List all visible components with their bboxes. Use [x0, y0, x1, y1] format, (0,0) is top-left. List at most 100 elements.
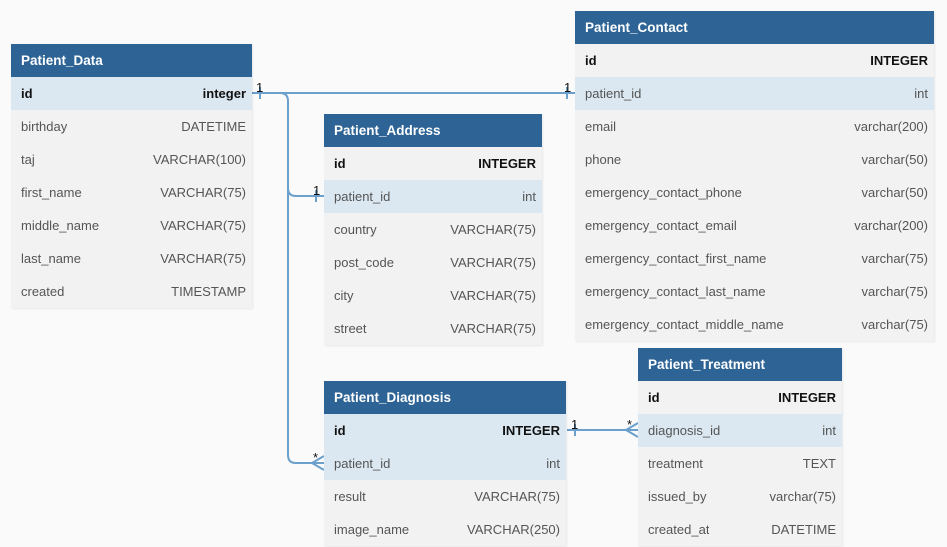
field-row[interactable]: country VARCHAR(75) [324, 213, 542, 246]
cardinality-label: 1 [564, 80, 572, 95]
field-row[interactable]: birthday DATETIME [11, 110, 252, 143]
field-type: varchar(75) [861, 317, 928, 332]
field-row[interactable]: last_name VARCHAR(75) [11, 242, 252, 275]
field-name: taj [21, 152, 35, 167]
field-name: emergency_contact_first_name [585, 251, 767, 266]
field-name: country [334, 222, 377, 237]
field-row[interactable]: id INTEGER [638, 381, 842, 414]
field-row[interactable]: id INTEGER [575, 44, 934, 77]
field-type: varchar(75) [861, 284, 928, 299]
field-row[interactable]: emergency_contact_email varchar(200) [575, 209, 934, 242]
field-type: VARCHAR(250) [467, 522, 560, 537]
field-row[interactable]: result VARCHAR(75) [324, 480, 566, 513]
field-row[interactable]: issued_by varchar(75) [638, 480, 842, 513]
field-name: birthday [21, 119, 68, 134]
field-row[interactable]: emergency_contact_first_name varchar(75) [575, 242, 934, 275]
field-name: first_name [21, 185, 82, 200]
field-type: TIMESTAMP [171, 284, 246, 299]
field-row[interactable]: treatment TEXT [638, 447, 842, 480]
field-type: VARCHAR(75) [450, 222, 536, 237]
field-name: middle_name [21, 218, 100, 233]
field-type: DATETIME [771, 522, 836, 537]
field-row[interactable]: diagnosis_id int [638, 414, 842, 447]
field-row[interactable]: emergency_contact_middle_name varchar(75) [575, 308, 934, 341]
table-title: Patient_Treatment [638, 348, 842, 381]
field-row[interactable]: id INTEGER [324, 414, 566, 447]
relation-line-data-address [252, 92, 324, 197]
field-type: DATETIME [181, 119, 246, 134]
field-row[interactable]: post_code VARCHAR(75) [324, 246, 542, 279]
field-name: id [334, 423, 346, 438]
field-type: VARCHAR(75) [450, 321, 536, 336]
table-title: Patient_Contact [575, 11, 934, 44]
table-title: Patient_Data [11, 44, 252, 77]
table-title: Patient_Address [324, 114, 542, 147]
field-name: image_name [334, 522, 410, 537]
field-name: id [648, 390, 660, 405]
field-type: INTEGER [778, 390, 836, 405]
field-name: diagnosis_id [648, 423, 721, 438]
field-row[interactable]: patient_id int [324, 447, 566, 480]
field-type: varchar(75) [861, 251, 928, 266]
field-type: INTEGER [478, 156, 536, 171]
field-type: varchar(75) [769, 489, 836, 504]
field-type: VARCHAR(75) [160, 218, 246, 233]
field-name: treatment [648, 456, 703, 471]
cardinality-label: * [627, 417, 633, 432]
field-name: emergency_contact_email [585, 218, 737, 233]
field-row[interactable]: street VARCHAR(75) [324, 312, 542, 345]
field-name: result [334, 489, 366, 504]
field-type: int [914, 86, 928, 101]
field-type: VARCHAR(75) [160, 185, 246, 200]
field-name: id [585, 53, 597, 68]
field-type: VARCHAR(75) [450, 255, 536, 270]
cardinality-label: 1 [571, 417, 579, 432]
field-row[interactable]: id INTEGER [324, 147, 542, 180]
field-name: id [21, 86, 33, 101]
field-name: issued_by [648, 489, 707, 504]
field-name: street [334, 321, 367, 336]
field-name: patient_id [334, 456, 391, 471]
field-type: VARCHAR(100) [153, 152, 246, 167]
field-row[interactable]: middle_name VARCHAR(75) [11, 209, 252, 242]
field-type: varchar(50) [861, 152, 928, 167]
field-type: int [522, 189, 536, 204]
field-name: emergency_contact_middle_name [585, 317, 784, 332]
field-row[interactable]: first_name VARCHAR(75) [11, 176, 252, 209]
field-row[interactable]: patient_id int [575, 77, 934, 110]
field-name: last_name [21, 251, 81, 266]
field-type: VARCHAR(75) [474, 489, 560, 504]
field-type: INTEGER [502, 423, 560, 438]
field-row[interactable]: taj VARCHAR(100) [11, 143, 252, 176]
field-type: INTEGER [870, 53, 928, 68]
field-name: emergency_contact_phone [585, 185, 742, 200]
field-type: TEXT [802, 456, 836, 471]
field-row[interactable]: emergency_contact_phone varchar(50) [575, 176, 934, 209]
field-row[interactable]: image_name VARCHAR(250) [324, 513, 566, 546]
cardinality-label: 1 [256, 80, 264, 95]
field-type: VARCHAR(75) [160, 251, 246, 266]
cardinality-label: * [313, 450, 319, 465]
field-type: varchar(200) [854, 218, 928, 233]
field-name: id [334, 156, 346, 171]
field-name: patient_id [585, 86, 642, 101]
field-type: varchar(50) [861, 185, 928, 200]
field-name: post_code [334, 255, 394, 270]
field-type: int [546, 456, 560, 471]
relation-line-data-diagnosis [287, 190, 324, 464]
field-type: int [822, 423, 836, 438]
